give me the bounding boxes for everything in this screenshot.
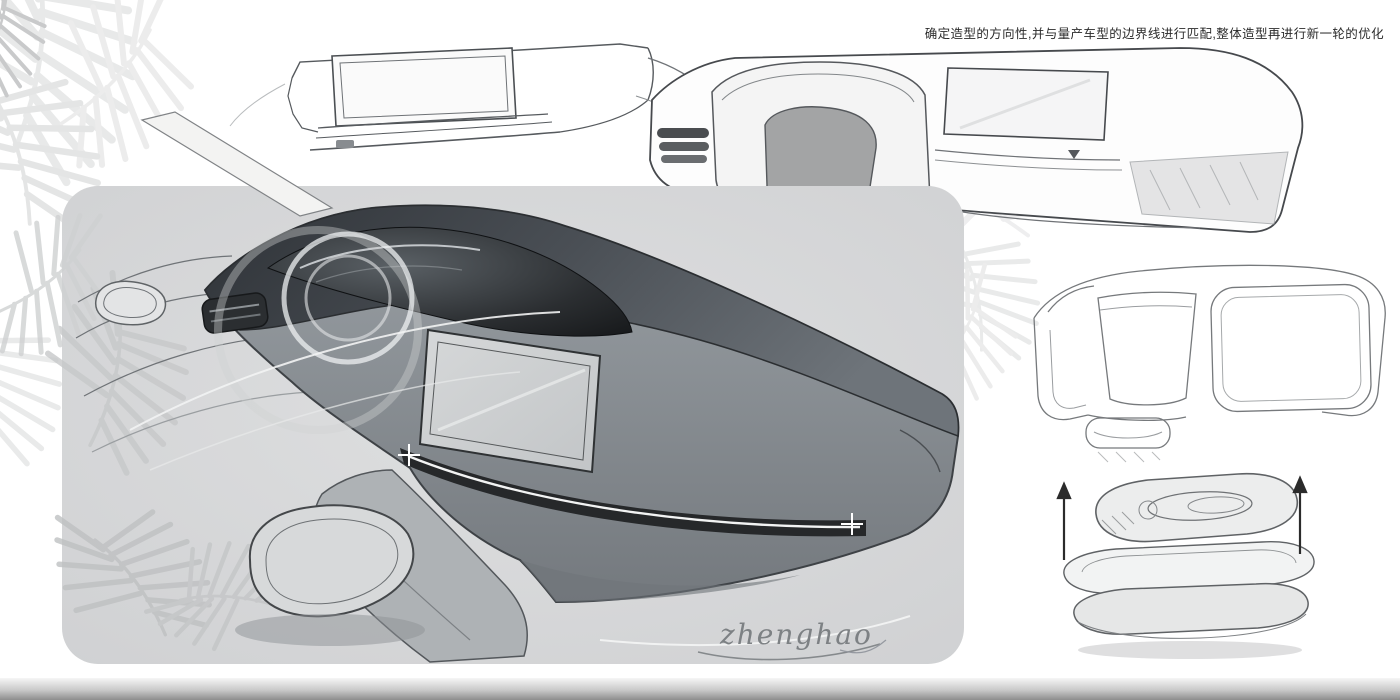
center-screen-perspective	[418, 328, 602, 474]
armrest-pad	[248, 504, 415, 618]
designer-signature: zhenghao	[697, 618, 887, 661]
a-pillar-sketch	[140, 111, 334, 217]
emblem-mark	[1068, 150, 1080, 159]
sparkle-icon	[398, 444, 420, 466]
signature-text: zhenghao	[719, 618, 873, 651]
dashboard-front-view-sketch	[649, 47, 1304, 244]
console-tray-outline	[1085, 417, 1171, 449]
up-arrow-icon	[1056, 481, 1072, 560]
page-bottom-edge	[0, 678, 1400, 700]
side-vent-left	[657, 128, 709, 163]
sparkle-icon	[841, 513, 863, 535]
armrest-mid-plate	[1063, 541, 1315, 594]
driver-side-vent	[201, 292, 269, 334]
dashboard-perspective-sketch: zhenghao	[0, 111, 964, 671]
armrest-top-pad	[1095, 472, 1298, 543]
console-exploded-sketch	[1056, 472, 1315, 659]
annotation-text: 确定造型的方向性,并与量产车型的边界线进行匹配,整体造型再进行新一轮的优化	[924, 27, 1384, 41]
center-console-sketch	[235, 469, 528, 663]
armrest-base-tray	[1073, 582, 1309, 636]
up-arrow-icon	[1292, 475, 1308, 554]
dashboard-trim-band	[398, 444, 866, 537]
door-panel-sketch	[75, 255, 311, 453]
dashboard-front-outline-sketch	[1033, 264, 1386, 463]
speedline-highlights	[129, 311, 911, 647]
